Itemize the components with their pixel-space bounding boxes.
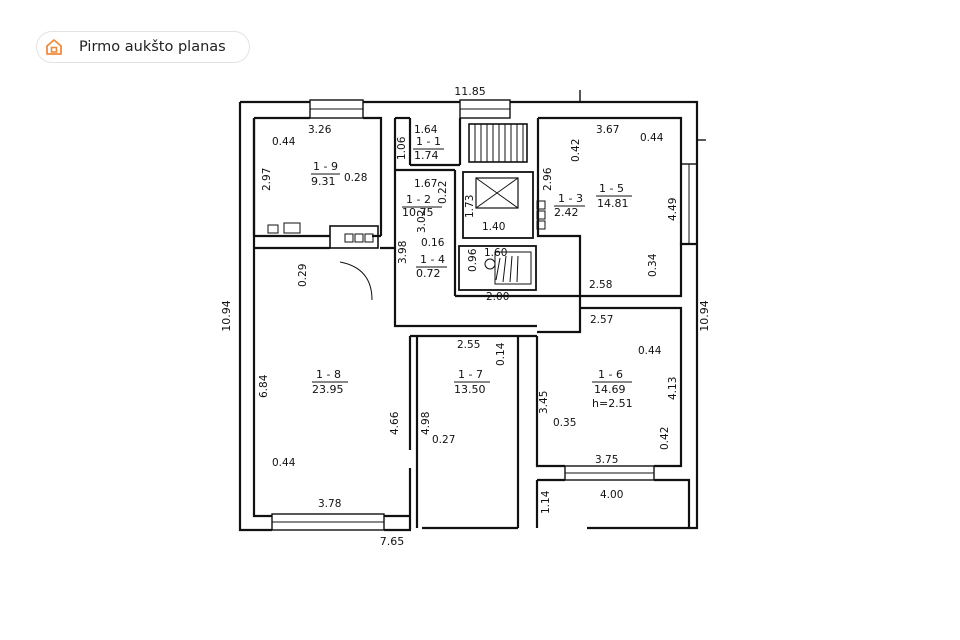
room-code: 1 - 7 (458, 368, 483, 381)
room-height: h=2.51 (592, 397, 633, 410)
dim-label: 1.06 (396, 136, 408, 160)
home-icon (45, 37, 65, 57)
dim-label: 1.40 (482, 221, 505, 233)
room-code: 1 - 1 (416, 135, 441, 148)
interior-dimensions: 3.26 0.44 2.97 0.28 1.64 1.06 1.67 0.22 … (258, 124, 679, 514)
walls (238, 90, 706, 532)
room-code: 1 - 4 (420, 253, 445, 266)
room-area: 1.74 (414, 149, 439, 162)
dim-label: 0.44 (272, 457, 296, 469)
dim-label: 3.26 (308, 124, 332, 136)
dim-label: 0.22 (437, 181, 449, 204)
dim-label: 0.35 (553, 417, 576, 429)
dim-label: 4.66 (389, 411, 401, 435)
room-code: 1 - 5 (599, 182, 624, 195)
dim-label: 3.75 (595, 454, 618, 466)
dim-label: 2.55 (457, 339, 480, 351)
dim-label: 0.27 (432, 434, 455, 446)
dim-label: 0.44 (272, 136, 296, 148)
dim-label: 3.67 (596, 124, 619, 136)
room-code: 1 - 8 (316, 368, 341, 381)
dim-label: 2.58 (589, 279, 612, 291)
dim-label: 4.13 (667, 377, 679, 400)
dim-label: 0.44 (640, 132, 664, 144)
dim-label: 0.34 (647, 253, 659, 277)
dim-label: 0.42 (659, 427, 671, 450)
dim-label: 3.02 (416, 210, 428, 233)
room-labels: 1 - 1 1.74 1 - 2 10.75 1 - 3 2.42 1 - 4 … (311, 135, 633, 410)
dim-bottom: 7.65 (380, 535, 405, 548)
fixtures (267, 200, 546, 301)
dim-label: 4.98 (420, 412, 432, 435)
room-area: 14.81 (597, 197, 629, 210)
dim-label: 2.96 (542, 167, 554, 191)
room-area: 0.72 (416, 267, 441, 280)
dim-label: 0.44 (638, 345, 662, 357)
dim-label: 2.00 (486, 291, 509, 303)
stair-treads (468, 123, 528, 283)
page-title: Pirmo aukšto planas (79, 39, 226, 55)
dim-label: 0.16 (421, 237, 445, 249)
dim-label: 3.78 (318, 498, 341, 510)
room-code: 1 - 6 (598, 368, 623, 381)
overall-dimensions: 11.85 7.65 10.94 10.94 (220, 85, 711, 548)
room-area: 10.75 (402, 206, 434, 219)
dim-right: 10.94 (698, 300, 711, 332)
dim-left: 10.94 (220, 300, 233, 332)
dim-label: 1.67 (414, 178, 437, 190)
room-area: 9.31 (311, 175, 336, 188)
room-code: 1 - 9 (313, 160, 338, 173)
room-area: 23.95 (312, 383, 344, 396)
dim-label: 6.84 (258, 374, 270, 398)
room-area: 14.69 (594, 383, 626, 396)
dim-label: 2.57 (590, 314, 613, 326)
dim-label: 2.97 (261, 168, 273, 191)
dim-label: 3.45 (538, 391, 550, 414)
dim-label: 3.98 (397, 241, 409, 264)
room-code: 1 - 2 (406, 193, 431, 206)
room-area: 2.42 (554, 206, 579, 219)
dim-label: 1.60 (484, 247, 507, 259)
dim-label: 0.96 (467, 248, 479, 272)
dim-label: 4.49 (667, 198, 679, 221)
room-code: 1 - 3 (558, 192, 583, 205)
plan-title-chip: Pirmo aukšto planas (36, 31, 250, 63)
dim-label: 1.14 (540, 490, 552, 514)
dim-label: 1.73 (464, 195, 476, 218)
dim-label: 0.28 (344, 172, 367, 184)
dim-label: 0.29 (297, 264, 309, 287)
dim-label: 1.64 (414, 124, 438, 136)
dim-label: 4.00 (600, 489, 623, 501)
room-area: 13.50 (454, 383, 486, 396)
dim-top: 11.85 (454, 85, 486, 98)
dim-label: 0.42 (570, 139, 582, 162)
dim-label: 0.14 (495, 342, 507, 366)
